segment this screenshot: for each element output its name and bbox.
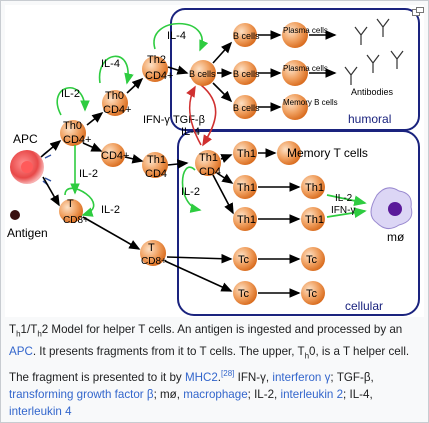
plasma-1-label: Plasma cells xyxy=(283,26,328,35)
tc-row1b-cell xyxy=(301,247,325,271)
tcd8-lower-cell xyxy=(140,240,166,266)
tc-row1b-label: Tc xyxy=(306,254,318,266)
th1-row2-cell xyxy=(233,175,257,199)
il2-label-1: IL-2 xyxy=(61,88,80,100)
macrophage-label: mø xyxy=(387,230,405,244)
th1-a-label: Th1 xyxy=(147,154,166,166)
tc-row2b-label: Tc xyxy=(306,288,318,300)
memory-t-label: Memory T cells xyxy=(287,146,368,160)
memory-t-cell xyxy=(277,141,301,165)
b-cells-1-label: B cells xyxy=(233,31,260,41)
th1-b-label: Th1 xyxy=(199,152,218,164)
th2-label: Th2 xyxy=(147,54,166,66)
th0-cell xyxy=(60,120,86,146)
th0-upper-cd4: CD4+ xyxy=(103,104,131,116)
th1-row3b-label: Th1 xyxy=(305,214,324,226)
cellular-box xyxy=(177,130,420,316)
th0-upper-cell xyxy=(102,90,128,116)
th1-row2b-cell xyxy=(301,175,325,199)
antibodies-label: Antibodies xyxy=(351,87,394,97)
green-arrow-to-macrophage-2 xyxy=(326,207,367,219)
memory-b xyxy=(282,94,308,120)
th1-row1-cell xyxy=(233,141,257,165)
il2-label-3: IL-2 xyxy=(101,204,120,216)
green-feedback-loops xyxy=(56,22,209,217)
humoral-label: humoral xyxy=(348,112,391,126)
il2-label-4: IL-2 xyxy=(181,186,200,198)
tgf-link[interactable]: transforming growth factor β xyxy=(9,387,154,401)
tc-row2-cell xyxy=(233,281,257,305)
tcd8-label: T xyxy=(67,198,74,210)
black-arrows-left xyxy=(40,65,189,250)
mhc2-link[interactable]: MHC2 xyxy=(184,370,218,384)
b-cells-2 xyxy=(233,61,257,85)
figure-caption: Th1/Th2 Model for helper T cells. An ant… xyxy=(9,323,410,419)
macrophage-link[interactable]: macrophage xyxy=(183,387,248,401)
b-cells-3 xyxy=(233,95,257,119)
ifn-near-mac: IFN-γ xyxy=(331,205,355,216)
b-cells-main-label: B cells xyxy=(189,69,216,79)
ifn-tgf-label: IFN-γ TGF-β xyxy=(143,114,205,126)
red-arrow-up xyxy=(186,85,202,146)
th1-b-cd4: CD4 xyxy=(199,166,221,178)
black-arrows-cellular xyxy=(164,148,301,298)
tc-row2-label: Tc xyxy=(238,288,250,300)
th1-row3-cell xyxy=(233,207,257,231)
antigen-dot xyxy=(10,210,20,220)
b-cells-1 xyxy=(233,23,257,47)
th1-row1-label: Th1 xyxy=(237,148,256,160)
plasma-2 xyxy=(282,60,308,86)
th0-upper-label: Th0 xyxy=(105,90,124,102)
plasma-2-label: Plasma cells xyxy=(283,64,328,73)
cellular-label: cellular xyxy=(345,299,383,313)
apc-label: APC xyxy=(13,132,38,146)
memory-b-label: Memory B cells xyxy=(283,98,338,107)
th1-a-cd4: CD4 xyxy=(145,168,167,180)
tc-row2b-cell xyxy=(301,281,325,305)
th1-row3b-cell xyxy=(301,207,325,231)
tc-row1-label: Tc xyxy=(238,254,250,266)
il2-label-2: IL-2 xyxy=(79,168,98,180)
reference-28-link[interactable]: [28] xyxy=(221,368,235,378)
il4-label-1: IL-4 xyxy=(101,58,120,70)
apc-link[interactable]: APC xyxy=(9,344,33,358)
tc-row1-cell xyxy=(233,247,257,271)
green-arrow-to-macrophage-1 xyxy=(326,194,367,207)
th1-a-cell xyxy=(142,152,168,178)
tcd8-cell xyxy=(59,199,83,223)
red-arrow-down xyxy=(200,84,217,147)
il2-near-mac: IL-2 xyxy=(335,193,353,204)
th1-th2-diagram[interactable]: humoral cellular APC Antigen Th0 CD4+ Th… xyxy=(5,5,424,317)
tcd8-lower-label: T xyxy=(148,242,155,254)
il4-label-2: IL-4 xyxy=(167,30,186,42)
cd4-cell xyxy=(101,143,125,167)
antigen-label: Antigen xyxy=(7,226,48,240)
plasma-1 xyxy=(282,22,308,48)
tcd8-sub: CD8+ xyxy=(63,215,89,226)
th2-cell xyxy=(142,56,168,82)
tcd8-lower-sub: CD8+ xyxy=(141,256,167,267)
antibodies-icon xyxy=(344,18,404,85)
b-cells-main xyxy=(190,60,216,86)
black-arrows-humoral xyxy=(212,30,337,112)
diagram-svg: humoral cellular APC Antigen Th0 CD4+ Th… xyxy=(7,8,420,316)
interferon-link[interactable]: interferon γ xyxy=(272,370,331,384)
b-cells-2-label: B cells xyxy=(233,69,260,79)
th0-label: Th0 xyxy=(63,120,82,132)
cd4-label: CD4+ xyxy=(101,150,129,162)
interleukin-4-link[interactable]: interleukin 4 xyxy=(9,405,72,419)
b-cells-3-label: B cells xyxy=(233,103,260,113)
th1-row2-label: Th1 xyxy=(237,182,256,194)
th1-row3-label: Th1 xyxy=(237,214,256,226)
th1-row2b-label: Th1 xyxy=(305,182,324,194)
apc-nucleus xyxy=(21,161,33,173)
interleukin-2-link[interactable]: interleukin 2 xyxy=(280,387,344,401)
macrophage-nucleus xyxy=(388,202,402,216)
enlarge-icon[interactable] xyxy=(412,3,424,16)
th1-b-cell xyxy=(195,150,221,176)
th2-cd4: CD4+ xyxy=(145,70,173,82)
